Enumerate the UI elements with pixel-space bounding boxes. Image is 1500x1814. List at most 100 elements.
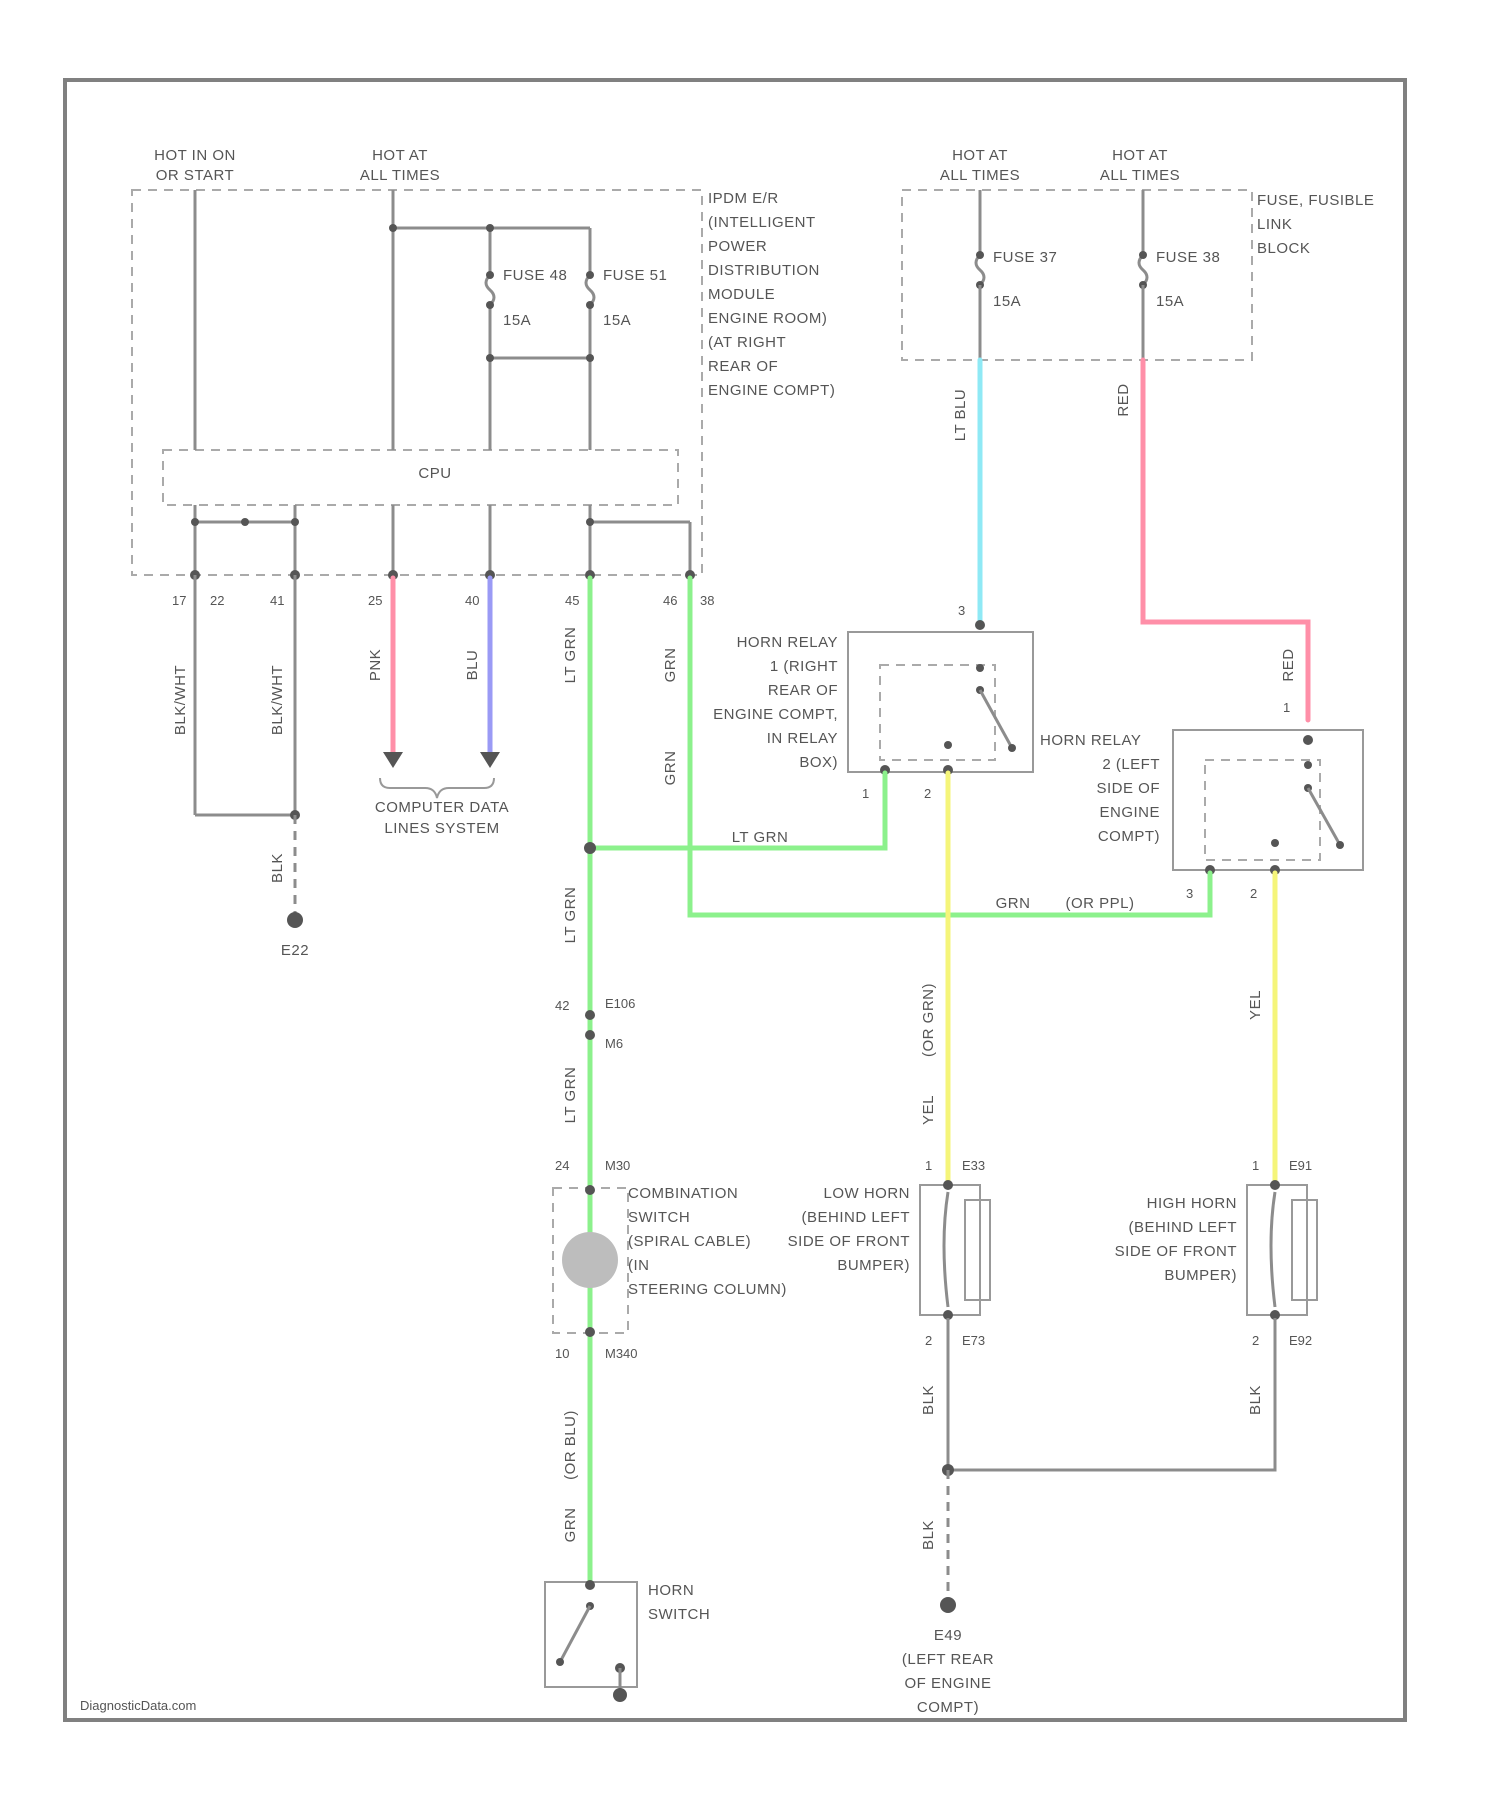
- svg-text:BLK/WHT: BLK/WHT: [172, 665, 189, 735]
- svg-text:E92: E92: [1289, 1333, 1312, 1348]
- svg-text:LOW HORN: LOW HORN: [824, 1185, 911, 1202]
- svg-text:OR START: OR START: [156, 167, 234, 184]
- svg-text:GRN: GRN: [996, 895, 1031, 912]
- svg-text:15A: 15A: [993, 293, 1021, 310]
- svg-text:25: 25: [368, 593, 382, 608]
- svg-text:24: 24: [555, 1158, 569, 1173]
- svg-text:40: 40: [465, 593, 479, 608]
- svg-text:1: 1: [1283, 700, 1290, 715]
- svg-text:SIDE OF: SIDE OF: [1096, 780, 1160, 797]
- svg-text:3: 3: [958, 603, 965, 618]
- ipdm-module-box: [132, 190, 702, 575]
- svg-text:DISTRIBUTION: DISTRIBUTION: [708, 262, 820, 279]
- horn-relay-1: 3 1 2: [848, 603, 1033, 801]
- high-horn-label: HIGH HORN (BEHIND LEFT SIDE OF FRONT BUM…: [1115, 1195, 1237, 1284]
- horn-relay-2-label: HORN RELAY 2 (LEFT SIDE OF ENGINE COMPT): [1040, 732, 1160, 845]
- computer-data-lines: PNK BLU COMPUTER DATA LINES SYSTEM: [367, 578, 509, 837]
- svg-text:LT BLU: LT BLU: [952, 389, 969, 441]
- svg-text:FUSE 48: FUSE 48: [503, 267, 567, 284]
- svg-text:BLK: BLK: [269, 853, 286, 883]
- svg-text:MODULE: MODULE: [708, 286, 775, 303]
- red-wire: RED RED: [1115, 360, 1308, 720]
- ground-e49-label: E49 (LEFT REAR OF ENGINE COMPT): [902, 1627, 994, 1716]
- svg-text:HOT AT: HOT AT: [1112, 147, 1168, 164]
- svg-text:2: 2: [924, 786, 931, 801]
- horn-ground-wires: BLK BLK BLK: [920, 1318, 1275, 1613]
- fuse-48: FUSE 48 15A: [486, 267, 567, 329]
- svg-text:IN RELAY: IN RELAY: [767, 730, 838, 747]
- svg-text:LT GRN: LT GRN: [562, 887, 579, 944]
- svg-text:PNK: PNK: [367, 649, 384, 681]
- ipdm-label: IPDM E/R (INTELLIGENT POWER DISTRIBUTION…: [708, 190, 835, 399]
- svg-text:1: 1: [925, 1158, 932, 1173]
- low-horn-label: LOW HORN (BEHIND LEFT SIDE OF FRONT BUMP…: [788, 1185, 910, 1274]
- svg-text:(BEHIND LEFT: (BEHIND LEFT: [1128, 1219, 1237, 1236]
- grn-wire-label: GRN: [562, 1508, 579, 1543]
- svg-text:BLOCK: BLOCK: [1257, 240, 1310, 257]
- svg-text:FUSE 37: FUSE 37: [993, 249, 1057, 266]
- svg-text:E22: E22: [281, 942, 309, 959]
- horn-relay-2: 1 3 2: [1173, 700, 1363, 901]
- svg-text:ENGINE ROOM): ENGINE ROOM): [708, 310, 827, 327]
- svg-text:BOX): BOX): [799, 754, 838, 771]
- svg-text:OF ENGINE: OF ENGINE: [904, 1675, 991, 1692]
- svg-text:COMPUTER DATA: COMPUTER DATA: [375, 799, 509, 816]
- connector-e106-m6: 42 E106 M6: [555, 996, 635, 1051]
- svg-text:E33: E33: [962, 1158, 985, 1173]
- lt-grn-wires: LT GRN GRN GRN LT GRN GRN (OR PPL) LT GR…: [562, 578, 1210, 1585]
- svg-text:2: 2: [1250, 886, 1257, 901]
- ground-wires-e22: BLK/WHT BLK/WHT BLK E22: [172, 575, 309, 959]
- svg-text:(IN: (IN: [628, 1257, 650, 1274]
- svg-text:1: 1: [862, 786, 869, 801]
- svg-text:15A: 15A: [503, 312, 531, 329]
- svg-text:BLK/WHT: BLK/WHT: [269, 665, 286, 735]
- or-blu-wire-label: (OR BLU): [562, 1410, 579, 1480]
- ipdm-internal-wiring: [195, 190, 690, 575]
- svg-text:STEERING COLUMN): STEERING COLUMN): [628, 1281, 787, 1298]
- svg-text:22: 22: [210, 593, 224, 608]
- svg-text:45: 45: [565, 593, 579, 608]
- watermark: DiagnosticData.com: [80, 1698, 196, 1713]
- svg-text:RED: RED: [1115, 383, 1132, 416]
- svg-text:(BEHIND LEFT: (BEHIND LEFT: [801, 1209, 910, 1226]
- svg-text:M6: M6: [605, 1036, 623, 1051]
- svg-text:SIDE OF FRONT: SIDE OF FRONT: [788, 1233, 910, 1250]
- svg-text:2: 2: [925, 1333, 932, 1348]
- fuse-38: FUSE 38 15A: [1139, 190, 1220, 360]
- combination-switch-label: COMBINATION SWITCH (SPIRAL CABLE) (IN ST…: [628, 1185, 787, 1298]
- svg-text:LT GRN: LT GRN: [732, 829, 789, 846]
- svg-text:BLK: BLK: [920, 1520, 937, 1550]
- ipdm-pins: 17 22 41 25 40 45 46 38: [172, 570, 714, 608]
- svg-text:E106: E106: [605, 996, 635, 1011]
- svg-text:BLK: BLK: [920, 1385, 937, 1415]
- svg-text:HIGH HORN: HIGH HORN: [1147, 1195, 1237, 1212]
- svg-text:FUSE, FUSIBLE: FUSE, FUSIBLE: [1257, 192, 1374, 209]
- low-horn: 1 E33 2 E73: [920, 1158, 990, 1348]
- svg-text:HORN RELAY: HORN RELAY: [737, 634, 838, 651]
- svg-text:HORN: HORN: [648, 1582, 694, 1599]
- svg-text:YEL: YEL: [1247, 990, 1264, 1020]
- svg-text:ALL TIMES: ALL TIMES: [1100, 167, 1180, 184]
- lt-blu-wire: LT BLU: [952, 360, 980, 625]
- svg-text:ENGINE: ENGINE: [1099, 804, 1160, 821]
- cpu-label: CPU: [418, 465, 451, 482]
- svg-text:38: 38: [700, 593, 714, 608]
- high-horn: 1 E91 2 E92: [1247, 1158, 1317, 1348]
- svg-text:(LEFT REAR: (LEFT REAR: [902, 1651, 994, 1668]
- svg-text:E49: E49: [934, 1627, 962, 1644]
- svg-text:2: 2: [1252, 1333, 1259, 1348]
- svg-text:ENGINE COMPT,: ENGINE COMPT,: [713, 706, 838, 723]
- svg-text:ALL TIMES: ALL TIMES: [360, 167, 440, 184]
- combination-switch: 24 M30 10 M340: [553, 1158, 638, 1361]
- svg-text:BLK: BLK: [1247, 1385, 1264, 1415]
- svg-text:ALL TIMES: ALL TIMES: [940, 167, 1020, 184]
- svg-text:E91: E91: [1289, 1158, 1312, 1173]
- svg-text:46: 46: [663, 593, 677, 608]
- svg-text:SIDE OF FRONT: SIDE OF FRONT: [1115, 1243, 1237, 1260]
- svg-text:LT GRN: LT GRN: [562, 627, 579, 684]
- fuse-51: FUSE 51 15A: [586, 267, 667, 329]
- svg-text:GRN: GRN: [662, 751, 679, 786]
- svg-text:HORN RELAY: HORN RELAY: [1040, 732, 1141, 749]
- svg-text:15A: 15A: [1156, 293, 1184, 310]
- svg-text:FUSE 51: FUSE 51: [603, 267, 667, 284]
